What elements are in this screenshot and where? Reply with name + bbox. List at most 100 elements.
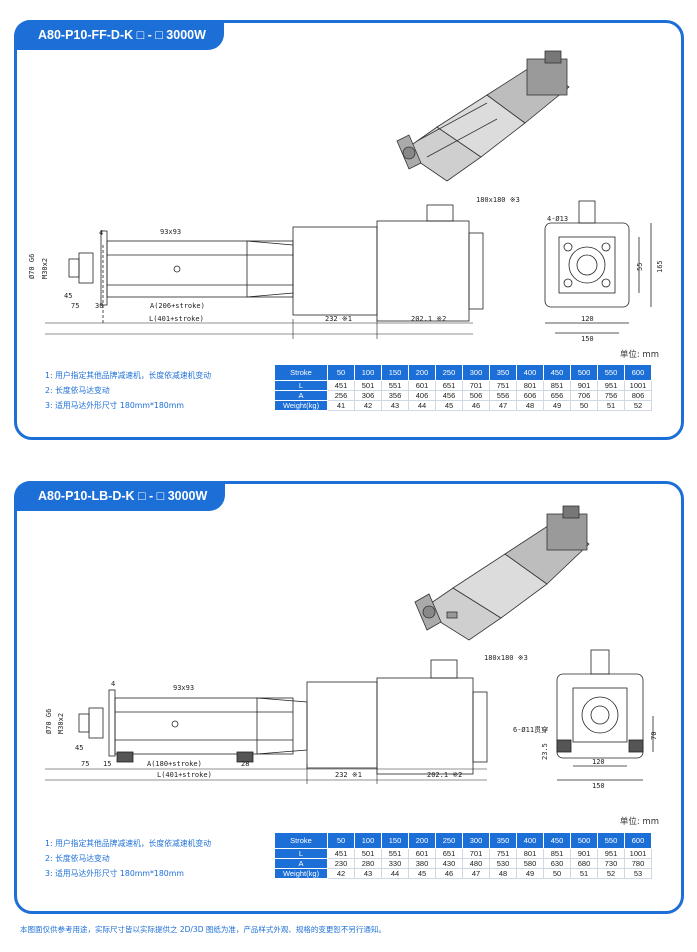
table-row: Weight(kg) 41 42 43 44 45 46 47 48 49 50… (274, 400, 652, 411)
row-label: Weight(kg) (274, 400, 328, 411)
row-label: Weight(kg) (274, 868, 328, 879)
header-cell: 250 (435, 364, 463, 381)
note-2: 2: 长度依马达变动 (45, 386, 110, 395)
table-cell: 901 (570, 380, 598, 391)
product-panel-lb: A80-P10-LB-D-K □ - □ 3000W (14, 481, 684, 914)
dim-23-5: 23.5 (541, 743, 549, 760)
table-cell: 406 (408, 390, 436, 401)
table-cell: 41 (327, 400, 355, 411)
table-cell: 43 (381, 400, 409, 411)
header-cell: 550 (597, 832, 625, 849)
dim-70: 70 (650, 732, 658, 740)
table-cell: 42 (354, 400, 382, 411)
table-cell: 751 (489, 848, 517, 859)
table-cell: 430 (435, 858, 463, 869)
table-cell: 52 (624, 400, 652, 411)
end-view (544, 200, 652, 334)
row-label: L (274, 380, 328, 391)
isometric-view (396, 50, 570, 182)
dim-4: 4 (111, 680, 115, 688)
dim-202: 202.1 ※2 (411, 315, 446, 323)
dim-120: 120 (592, 758, 605, 766)
dim-holes: 6-Ø11贯穿 (513, 725, 548, 734)
table-row: A 230 280 330 380 430 480 530 580 630 68… (274, 858, 652, 869)
note-3: 3: 适用马达外形尺寸 180mm*180mm (45, 869, 184, 878)
header-cell: 500 (570, 832, 598, 849)
dim-thread: M30x2 (41, 258, 49, 279)
table-header-row: Stroke 50 100 150 200 250 300 350 400 45… (274, 832, 652, 849)
dim-total-len: L(401+stroke) (149, 315, 204, 323)
table-cell: 651 (435, 380, 463, 391)
header-cell: 600 (624, 832, 652, 849)
header-cell: 550 (597, 364, 625, 381)
table-cell: 501 (354, 380, 382, 391)
table-cell: 51 (597, 400, 625, 411)
table-cell: 701 (462, 380, 490, 391)
dim-profile: 93x93 (160, 228, 181, 236)
dim-75: 75 (81, 760, 89, 768)
row-label: L (274, 848, 328, 859)
dim-30: 30 (95, 302, 103, 310)
table-cell: 806 (624, 390, 652, 401)
table-cell: 44 (381, 868, 409, 879)
table-cell: 46 (462, 400, 490, 411)
isometric-view (414, 505, 590, 641)
table-cell: 356 (381, 390, 409, 401)
dim-15: 15 (103, 760, 111, 768)
table-cell: 901 (570, 848, 598, 859)
table-cell: 451 (327, 848, 355, 859)
header-cell: 100 (354, 832, 382, 849)
table-cell: 280 (354, 858, 382, 869)
table-cell: 951 (597, 380, 625, 391)
table-cell: 49 (543, 400, 571, 411)
header-cell: 450 (543, 364, 571, 381)
product-panel-ff: A80-P10-FF-D-K □ - □ 3000W (14, 20, 684, 440)
header-cell: 300 (462, 832, 490, 849)
table-cell: 306 (354, 390, 382, 401)
table-cell: 756 (597, 390, 625, 401)
dim-thread: M30x2 (57, 713, 65, 734)
dim-165: 165 (656, 260, 664, 273)
dim-profile: 93x93 (173, 684, 194, 692)
side-view (68, 204, 484, 323)
technical-drawing: 93x93 180x180 ※3 Ø70 G6 M30x2 45 75 15 2… (45, 505, 658, 790)
panel-title: A80-P10-FF-D-K □ - □ 3000W (14, 20, 224, 50)
unit-label: 单位: mm (619, 817, 659, 827)
table-cell: 46 (435, 868, 463, 879)
table-cell: 330 (381, 858, 409, 869)
table-cell: 49 (516, 868, 544, 879)
header-cell: 200 (408, 364, 436, 381)
table-cell: 656 (543, 390, 571, 401)
side-view (78, 659, 488, 775)
header-cell: 50 (327, 364, 355, 381)
dim-202: 202.1 ※2 (427, 771, 462, 779)
end-view (556, 649, 654, 781)
table-cell: 43 (354, 868, 382, 879)
dim-rod-dia: Ø70 G6 (28, 254, 36, 279)
dim-stroke-len: A(206+stroke) (150, 302, 205, 310)
dim-stroke-len: A(180+stroke) (147, 760, 202, 768)
disclaimer-footer: 本图面仅供参考用途，实际尺寸皆以实际提供之 2D/3D 图纸为准，产品样式外观、… (20, 925, 386, 934)
spec-table: Stroke 50 100 150 200 250 300 350 400 45… (274, 832, 652, 879)
table-cell: 601 (408, 380, 436, 391)
unit-label: 单位: mm (619, 350, 659, 360)
table-cell: 42 (327, 868, 355, 879)
table-cell: 601 (408, 848, 436, 859)
table-cell: 1001 (624, 848, 652, 859)
dim-holes: 4-Ø13 (547, 215, 568, 223)
dim-total-len: L(401+stroke) (157, 771, 212, 779)
header-cell: 350 (489, 364, 517, 381)
table-row: L 451 501 551 601 651 701 751 801 851 90… (274, 380, 652, 391)
dim-45: 45 (64, 292, 72, 300)
table-cell: 630 (543, 858, 571, 869)
header-stroke: Stroke (274, 364, 328, 381)
header-cell: 50 (327, 832, 355, 849)
notes: 1: 用户指定其他品牌减速机，长度依减速机变动 2: 长度依马达变动 3: 适用… (45, 368, 211, 413)
table-cell: 256 (327, 390, 355, 401)
note-2: 2: 长度依马达变动 (45, 854, 110, 863)
table-cell: 780 (624, 858, 652, 869)
dim-150: 150 (581, 335, 594, 343)
note-1: 1: 用户指定其他品牌减速机，长度依减速机变动 (45, 371, 212, 380)
header-cell: 450 (543, 832, 571, 849)
table-cell: 456 (435, 390, 463, 401)
